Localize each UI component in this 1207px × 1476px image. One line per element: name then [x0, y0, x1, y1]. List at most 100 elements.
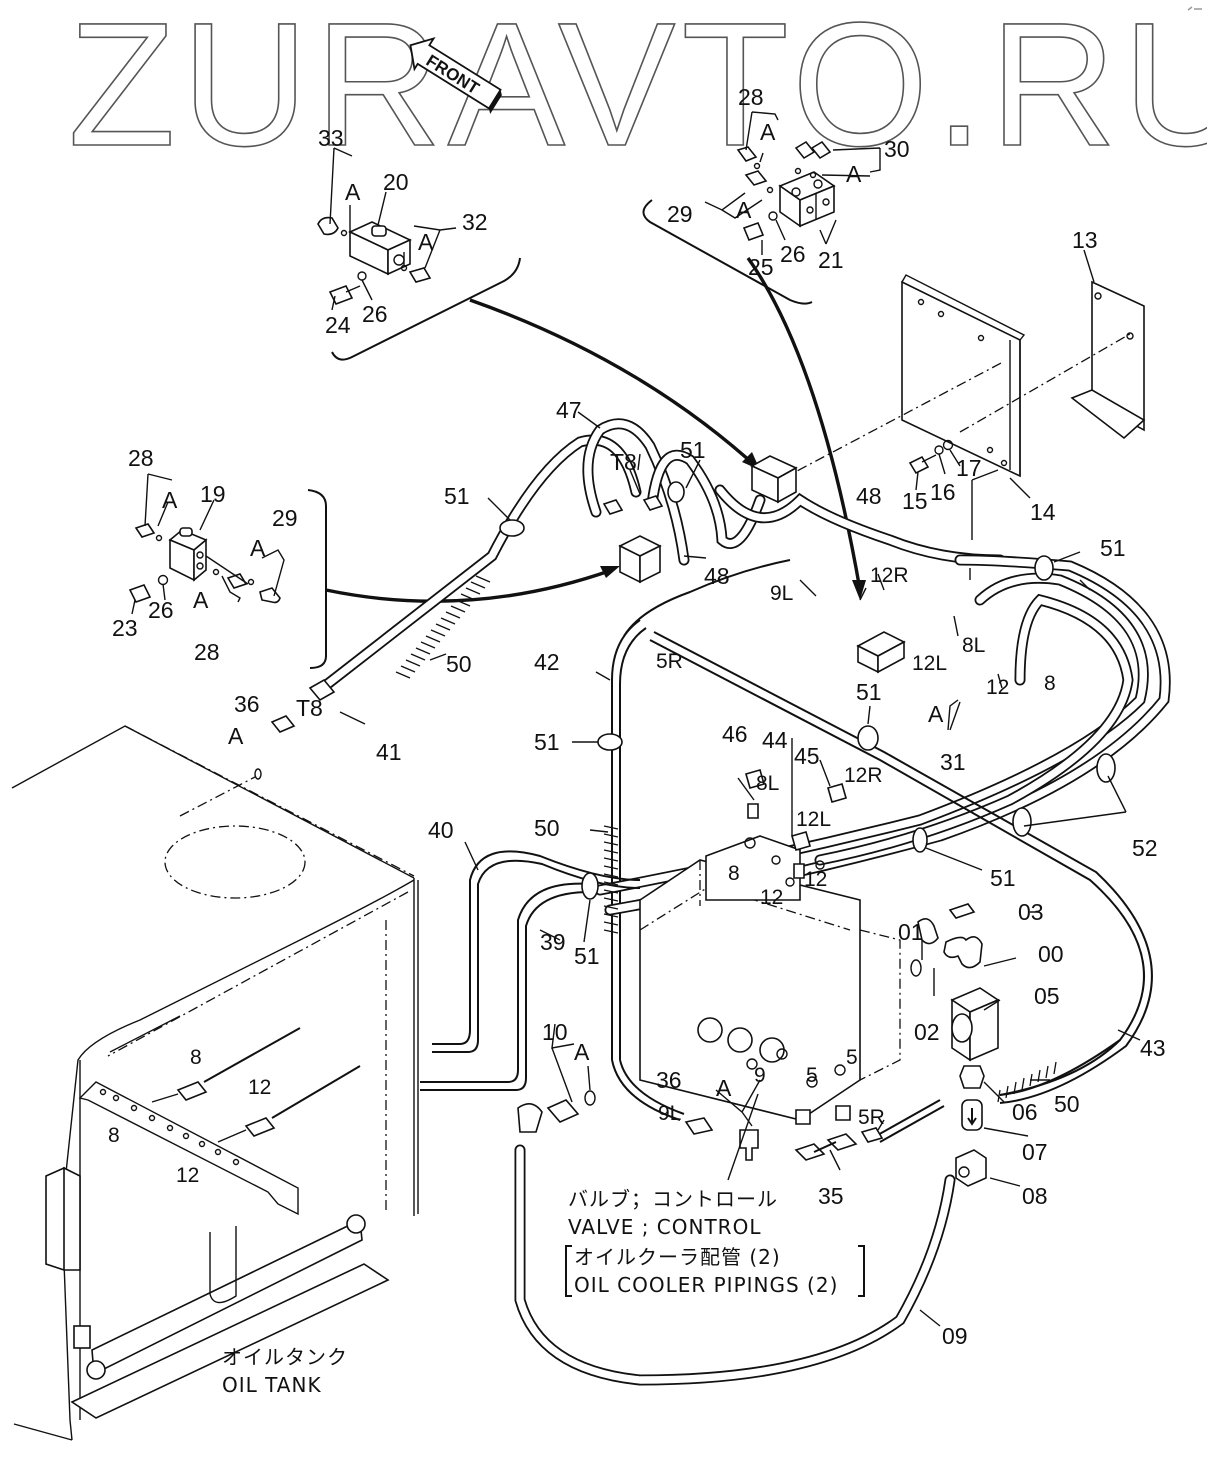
clamps	[499, 481, 1116, 900]
callout-44: 44	[762, 727, 788, 753]
callout-26: 26	[780, 241, 806, 267]
detail-valve-20: 33 A 20 32 A 24 26	[317, 125, 762, 472]
callout-31: 31	[940, 749, 966, 775]
callout-39: 39	[540, 929, 566, 955]
callout-a: A	[345, 179, 361, 205]
callout-9: 9	[754, 1064, 766, 1087]
detail-bracket-curve	[307, 489, 327, 669]
callout-8: 8	[190, 1046, 202, 1069]
detail-valve-19: 28 A 19 29 A A 23 26 28	[112, 445, 620, 669]
callout-01: 01	[898, 919, 924, 945]
callout-5r: 5R	[656, 650, 683, 673]
callout-33: 33	[318, 125, 344, 151]
caption-valve-en: VALVE ; CONTROL	[568, 1215, 761, 1239]
watermark-text: ZURAVTO.RU	[68, 0, 1207, 183]
callout-12: 12	[760, 886, 783, 909]
leader-arrow-19	[325, 568, 613, 603]
callout-36: 36	[656, 1067, 682, 1093]
callout-5r: 5R	[858, 1106, 885, 1129]
callout-8: 8	[108, 1124, 120, 1147]
callout-00: 00	[1038, 941, 1064, 967]
callout-28: 28	[194, 639, 220, 665]
callout-41: 41	[376, 739, 402, 765]
callout-05: 05	[1034, 983, 1060, 1009]
callout-09: 09	[942, 1323, 968, 1349]
misc-fittings	[254, 455, 906, 1161]
callout-a: A	[846, 161, 862, 187]
caption-bracket	[565, 1245, 865, 1297]
callout-a: A	[716, 1075, 732, 1101]
callout-35: 35	[818, 1183, 844, 1209]
callout-10: 10	[542, 1019, 568, 1045]
arrow-head-icon	[600, 566, 620, 578]
callout-28: 28	[128, 445, 154, 471]
callout-t8: T8	[296, 695, 323, 721]
callout-8l: 8L	[756, 772, 779, 795]
bracket-assembly: 13 14 15 16 17	[779, 227, 1146, 540]
caption-piping-jp: オイルクーラ配管 (2)	[574, 1245, 781, 1269]
callout-12r: 12R	[870, 564, 909, 587]
callout-20: 20	[383, 169, 409, 195]
callout-14: 14	[1030, 499, 1056, 525]
captions: バルブ；コントロール VALVE ; CONTROL オイルクーラ配管 (2) …	[222, 1187, 865, 1397]
plate-14	[901, 280, 1021, 478]
callout-43: 43	[1140, 1035, 1166, 1061]
callout-a: A	[418, 229, 434, 255]
caption-tank-jp: オイルタンク	[222, 1345, 348, 1369]
leader-arrow-21	[746, 257, 862, 591]
corner-mark	[1187, 6, 1202, 11]
detail-bracket-curve	[331, 257, 521, 361]
callout-a: A	[193, 587, 209, 613]
callout-9l: 9L	[770, 582, 793, 605]
oil-tank	[11, 725, 419, 1441]
callout-51: 51	[534, 729, 560, 755]
callout-12r: 12R	[844, 764, 883, 787]
callout-19: 19	[200, 481, 226, 507]
callout-46: 46	[722, 721, 748, 747]
callout-21: 21	[818, 247, 844, 273]
callout-51: 51	[856, 679, 882, 705]
callout-8: 8	[728, 862, 740, 885]
leader-arrow-20	[469, 298, 762, 472]
callout-06: 06	[1012, 1099, 1038, 1125]
callout-12: 12	[986, 676, 1009, 699]
callout-50: 50	[534, 815, 560, 841]
callout-26: 26	[148, 597, 174, 623]
callout-12l: 12L	[796, 808, 831, 831]
callout-40: 40	[428, 817, 454, 843]
callout-a: A	[574, 1039, 590, 1065]
arrow-head-icon	[852, 580, 866, 600]
callout-8l: 8L	[962, 634, 985, 657]
callout-24: 24	[325, 312, 351, 338]
callout-29: 29	[272, 505, 298, 531]
callout-02: 02	[914, 1019, 940, 1045]
callout-51: 51	[1100, 535, 1126, 561]
detail-valve-21: 28 A 30 A 29 A 25 26 21	[642, 84, 910, 600]
callout-47: 47	[556, 397, 582, 423]
callout-48: 48	[856, 483, 882, 509]
callout-13: 13	[1072, 227, 1098, 253]
callout-32: 32	[462, 209, 488, 235]
callout-25: 25	[748, 254, 774, 280]
callout-5: 5	[846, 1046, 858, 1069]
callout-26: 26	[362, 301, 388, 327]
callout-42: 42	[534, 649, 560, 675]
detail-bracket-curve	[642, 199, 813, 305]
callout-07: 07	[1022, 1139, 1048, 1165]
callout-a: A	[736, 197, 752, 223]
callout-30: 30	[884, 136, 910, 162]
callout-03: 03	[1018, 899, 1044, 925]
plate-13	[1070, 389, 1146, 440]
callout-t8: T8	[610, 449, 637, 475]
caption-valve-jp: バルブ；コントロール	[568, 1187, 778, 1211]
callout-a: A	[228, 723, 244, 749]
callout-9l: 9L	[658, 1102, 681, 1125]
spiral-wraps	[395, 575, 1057, 1103]
caption-tank-en: OIL TANK	[222, 1373, 322, 1397]
callout-51: 51	[680, 437, 706, 463]
callout-45: 45	[794, 743, 820, 769]
callout-12l: 12L	[912, 652, 947, 675]
callout-36: 36	[234, 691, 260, 717]
callout-51: 51	[990, 865, 1016, 891]
